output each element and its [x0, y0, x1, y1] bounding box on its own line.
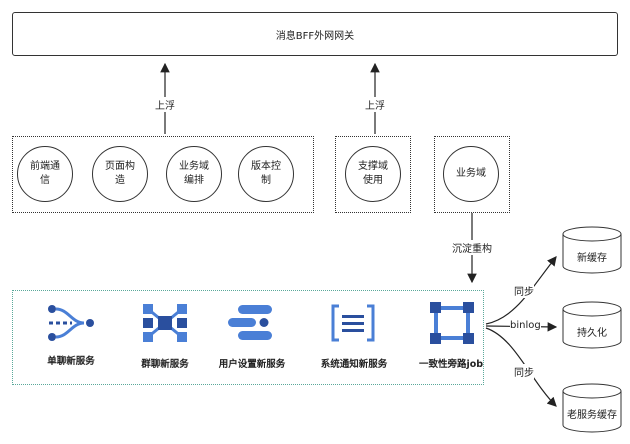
- bracket-list-icon: [331, 304, 375, 342]
- service-label-system-notice: 系统通知新服务: [320, 359, 388, 370]
- group-support: [335, 136, 411, 213]
- circle-support-domain: 支撑域使用: [345, 146, 401, 202]
- services-container: [12, 290, 484, 385]
- frame-nodes-icon: [430, 302, 474, 344]
- precipitate-label: 沉淀重构: [452, 240, 492, 255]
- new-cache-label: 新缓存: [577, 253, 607, 264]
- circle-frontend-comm: 前端通信: [17, 146, 73, 202]
- arrow-sync-bottom: [485, 327, 557, 407]
- cylinder-new-cache: [562, 226, 622, 274]
- cylinder-persistence: [562, 301, 622, 349]
- circle-business-domain: 业务域: [443, 146, 499, 202]
- cylinder-old-cache: [562, 383, 622, 433]
- flow-split-icon: [48, 305, 94, 341]
- service-label-consistency-job: 一致性旁路job: [418, 359, 484, 370]
- sync-label-bottom: 同步: [514, 364, 534, 379]
- group-business: [434, 136, 510, 213]
- service-label-group-chat: 群聊新服务: [141, 359, 189, 370]
- service-label-user-settings: 用户设置新服务: [218, 359, 286, 370]
- sync-label-top: 同步: [514, 283, 534, 298]
- gateway-box: 消息BFF外网网关: [12, 12, 618, 56]
- service-label-single-chat: 单聊新服务: [47, 356, 95, 367]
- gateway-label: 消息BFF外网网关: [275, 30, 355, 42]
- old-cache-label: 老服务缓存: [567, 410, 617, 421]
- persistence-label: 持久化: [577, 328, 607, 339]
- arrow-sync-top: [485, 256, 557, 325]
- float-label-right: 上浮: [365, 97, 385, 112]
- circle-version-control: 版本控制: [238, 146, 294, 202]
- pipeline-icon: [228, 305, 272, 340]
- circle-page-build: 页面构造: [92, 146, 148, 202]
- group-frontend: [12, 136, 314, 213]
- circle-domain-orchestration: 业务域编排: [166, 146, 222, 202]
- binlog-label: binlog: [510, 320, 541, 331]
- network-hub-icon: [143, 304, 187, 342]
- float-label-left: 上浮: [155, 97, 175, 112]
